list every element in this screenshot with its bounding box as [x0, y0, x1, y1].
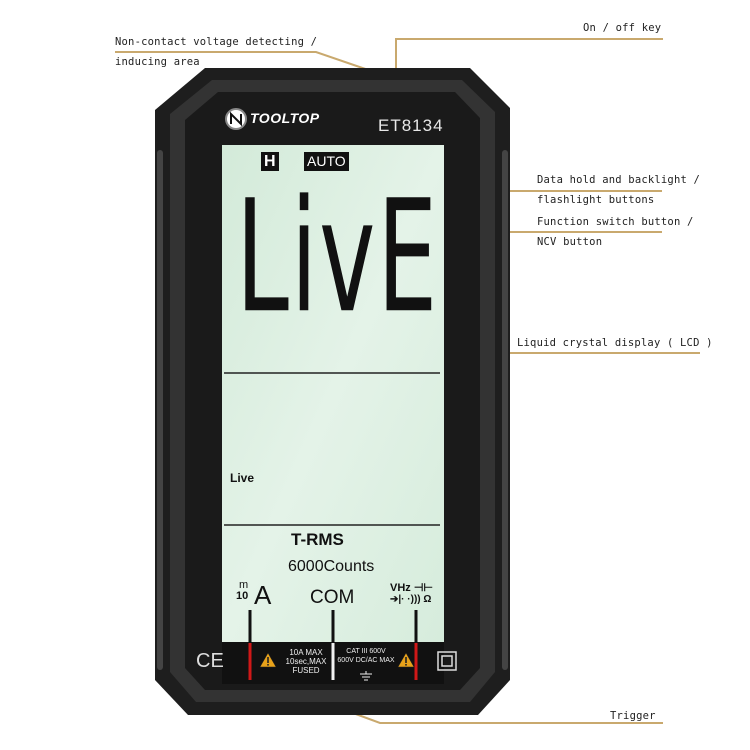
ground-icon	[360, 671, 372, 681]
voltage-terminal-label: VHz ⊣⊢ ➔|· ·))) Ω	[390, 582, 433, 606]
current-rating-line3: FUSED	[292, 666, 320, 675]
ma-prefix: m 10	[236, 580, 248, 602]
label-ncv-line1: Non-contact voltage detecting /	[115, 36, 318, 48]
status-text: Live	[230, 471, 255, 485]
label-hold-line1: Data hold and backlight /	[537, 174, 701, 186]
hold-indicator: H	[261, 152, 279, 171]
ce-mark: CE	[196, 650, 224, 672]
counts-label: 6000Counts	[288, 558, 375, 575]
label-hold-line2: flashlight buttons	[537, 194, 655, 206]
warning-icon	[397, 652, 415, 668]
label-lcd: Liquid crystal display ( LCD )	[517, 337, 713, 349]
voltage-line2: ➔|· ·))) Ω	[390, 594, 432, 605]
ma-prefix-bottom: 10	[236, 590, 249, 602]
label-trigger: Trigger	[610, 710, 656, 722]
ma-prefix-top: m	[239, 579, 249, 591]
warning-icon	[259, 652, 277, 668]
current-rating-line1: 10A MAX	[289, 648, 323, 657]
lcd-screen	[222, 145, 444, 642]
current-terminal-label: A	[254, 580, 272, 610]
side-grips	[157, 150, 508, 670]
current-rating-line2: 10sec,MAX	[285, 657, 327, 666]
model-number: ET8134	[378, 116, 444, 135]
double-insulation-icon	[437, 651, 457, 671]
brand-name: TOOLTOP	[250, 110, 320, 126]
brand-logo-icon	[225, 108, 247, 130]
label-ncv-line2: inducing area	[115, 56, 200, 68]
leader-ncv	[115, 51, 381, 75]
label-function-line2: NCV button	[537, 236, 603, 248]
label-on-off: On / off key	[583, 22, 662, 34]
voltage-rating: CAT III 600V 600V DC/AC MAX	[336, 647, 396, 665]
leader-on-off	[395, 38, 663, 72]
terminal-markers	[248, 643, 418, 680]
current-rating: 10A MAX 10sec,MAX FUSED	[280, 648, 332, 675]
terminal-pins	[248, 610, 418, 642]
auto-indicator: AUTO	[304, 152, 349, 171]
trms-label: T-RMS	[291, 530, 344, 549]
label-function-line1: Function switch button /	[537, 216, 694, 228]
com-terminal-label: COM	[310, 587, 355, 608]
voltage-rating-line1: CAT III 600V	[346, 648, 386, 655]
voltage-line1: VHz ⊣⊢	[390, 582, 434, 594]
voltage-rating-line2: 600V DC/AC MAX	[337, 657, 395, 664]
main-reading: LivE	[236, 166, 440, 348]
